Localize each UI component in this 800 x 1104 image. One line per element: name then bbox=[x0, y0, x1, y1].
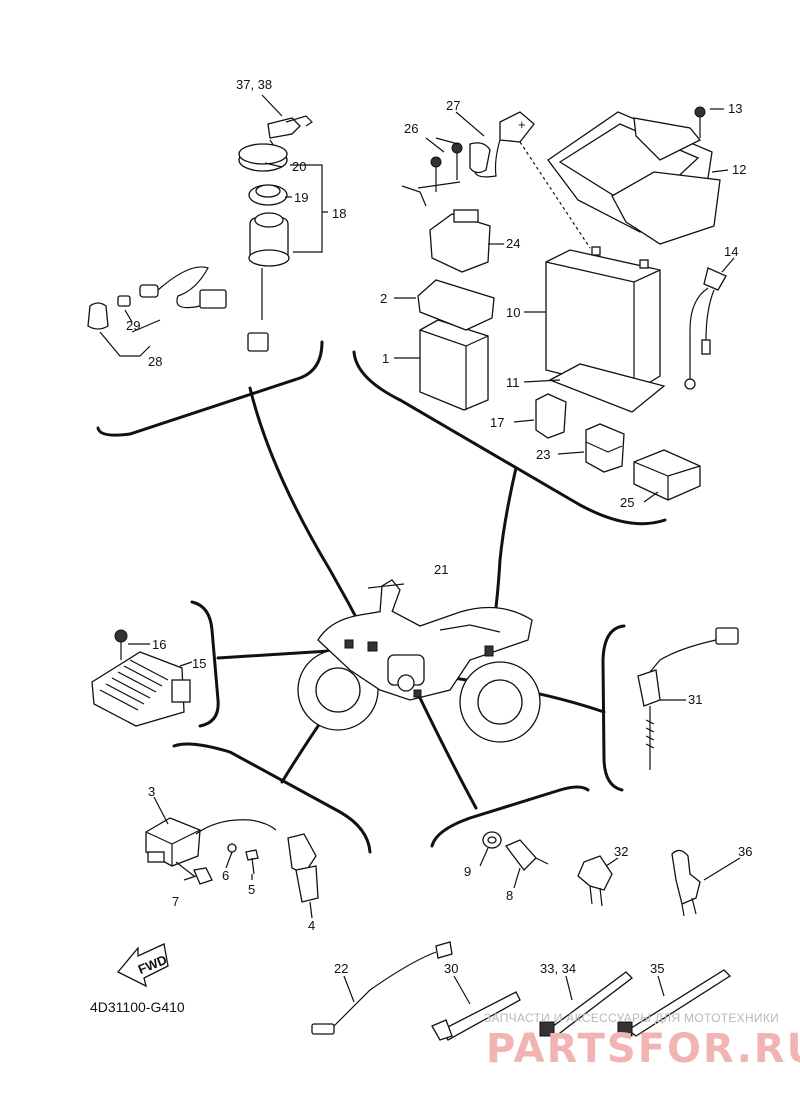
callout-1: 1 bbox=[382, 351, 389, 366]
callout-36: 36 bbox=[738, 844, 752, 859]
ignition-coil bbox=[145, 817, 277, 867]
clamp-32 bbox=[577, 855, 613, 907]
watermark-brand: PARTSFOR.RU bbox=[486, 1026, 800, 1072]
battery bbox=[545, 246, 661, 393]
callout-16: 16 bbox=[152, 637, 166, 652]
lead-plug bbox=[87, 266, 227, 330]
main-switch bbox=[247, 212, 290, 352]
callout-6: 6 bbox=[222, 868, 229, 883]
callout-9: 9 bbox=[464, 864, 471, 879]
fwd-arrow-icon bbox=[116, 943, 169, 988]
callout-17: 17 bbox=[490, 415, 504, 430]
cdi-holder bbox=[417, 279, 495, 331]
spark-plug-cap bbox=[287, 833, 319, 903]
callout-30: 30 bbox=[444, 961, 458, 976]
rectifier-regulator bbox=[91, 629, 191, 727]
group-bracket-bottom-right bbox=[430, 785, 590, 848]
group-bracket-top-right bbox=[352, 350, 667, 526]
battery-mat bbox=[548, 363, 666, 413]
callout-19: 19 bbox=[294, 190, 308, 205]
callout-10: 10 bbox=[506, 305, 520, 320]
main-switch-nut bbox=[248, 184, 288, 206]
callout-23: 23 bbox=[536, 447, 550, 462]
callout-21: 21 bbox=[434, 562, 448, 577]
fuse bbox=[535, 393, 567, 439]
cable-22 bbox=[311, 941, 453, 1035]
drawing-code: 4D31100-G410 bbox=[90, 999, 185, 1015]
atv-vehicle bbox=[297, 579, 541, 743]
callout-14: 14 bbox=[724, 244, 738, 259]
battery-plus-mark: + bbox=[518, 117, 526, 132]
tie-35 bbox=[617, 969, 732, 1037]
callout-8: 8 bbox=[506, 888, 513, 903]
callout-13: 13 bbox=[728, 101, 742, 116]
callout-11: 11 bbox=[506, 375, 520, 390]
fuse-box-cover bbox=[633, 449, 701, 501]
group-bracket-bottom-left bbox=[172, 742, 372, 854]
callout-15: 15 bbox=[192, 656, 206, 671]
callout-12: 12 bbox=[732, 162, 746, 177]
callout-32: 32 bbox=[614, 844, 628, 859]
callout-3: 3 bbox=[148, 784, 155, 799]
washer-9 bbox=[482, 831, 502, 849]
callout-27: 27 bbox=[446, 98, 460, 113]
callout-4: 4 bbox=[308, 918, 315, 933]
cdi-unit bbox=[419, 319, 489, 411]
battery-cable-plus bbox=[401, 111, 535, 207]
watermark-tagline: ЗАПЧАСТИ И АКСЕССУАРЫ ДЛЯ МОТОТЕХНИКИ bbox=[484, 1011, 779, 1025]
callout-7: 7 bbox=[172, 894, 179, 909]
callout-33-34: 33, 34 bbox=[540, 961, 576, 976]
clamp-36 bbox=[671, 849, 701, 917]
group-bracket-left-mid bbox=[190, 600, 220, 728]
callout-37-38: 37, 38 bbox=[236, 77, 272, 92]
starter-relay bbox=[429, 209, 491, 273]
tie-30 bbox=[431, 991, 521, 1041]
callout-2: 2 bbox=[380, 291, 387, 306]
callout-24: 24 bbox=[506, 236, 520, 251]
sensor-31 bbox=[637, 627, 739, 770]
group-bracket-top-left bbox=[96, 340, 324, 437]
group-bracket-right-mid bbox=[601, 624, 626, 792]
bolts-top bbox=[430, 106, 706, 192]
callout-22: 22 bbox=[334, 961, 348, 976]
callout-29: 29 bbox=[126, 318, 140, 333]
leader-left-mid bbox=[216, 648, 347, 660]
callout-28: 28 bbox=[148, 354, 162, 369]
callout-18: 18 bbox=[332, 206, 346, 221]
leader-bottom-right bbox=[418, 696, 478, 810]
leader-top-left bbox=[248, 386, 370, 642]
callout-25: 25 bbox=[620, 495, 634, 510]
callout-20: 20 bbox=[292, 159, 306, 174]
small-hardware bbox=[175, 843, 259, 885]
callout-31: 31 bbox=[688, 692, 702, 707]
tie-33-34 bbox=[539, 971, 633, 1037]
callout-35: 35 bbox=[650, 961, 664, 976]
callout-5: 5 bbox=[248, 882, 255, 897]
battery-band bbox=[633, 117, 702, 161]
relay-23 bbox=[585, 423, 625, 473]
sensor-8 bbox=[504, 839, 549, 871]
callout-26: 26 bbox=[404, 121, 418, 136]
negative-lead bbox=[684, 267, 727, 390]
